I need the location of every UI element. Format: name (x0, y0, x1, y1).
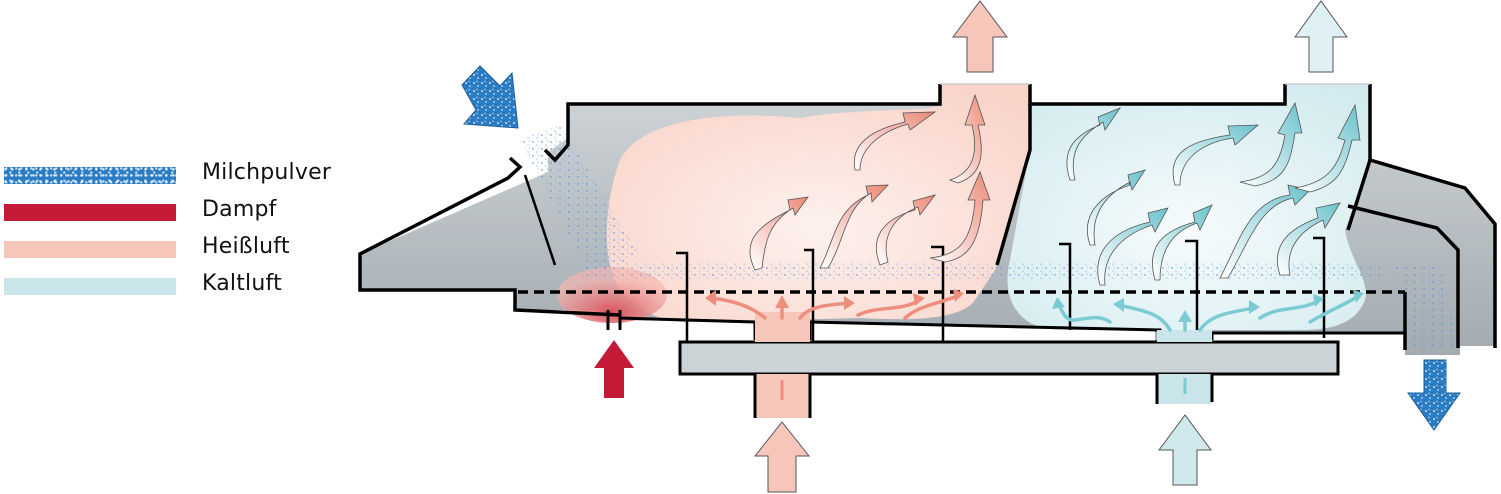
legend-item-hot-air: Heißluft (2, 234, 362, 273)
powder-inflow (520, 125, 640, 275)
hot-air-swatch (4, 241, 176, 258)
hot-air-outlet-arrow (952, 0, 1008, 73)
milk-inlet-arrow (461, 65, 519, 129)
legend-label: Kaltluft (202, 271, 282, 296)
legend-label: Milchpulver (202, 160, 332, 185)
legend-item-milk-powder: Milchpulver (2, 160, 362, 199)
cold-air-swatch (4, 278, 176, 295)
powder-outflow (1395, 265, 1460, 350)
hot-air-arrowheads (705, 289, 964, 310)
housing-outline (358, 84, 1497, 350)
milk-powder-swatch (4, 167, 176, 184)
legend-label: Dampf (202, 197, 277, 222)
steam-pipe (606, 310, 622, 330)
cold-air-zone (1007, 84, 1370, 330)
air-distribution-plate (678, 340, 1340, 376)
cold-air-riser (1157, 330, 1212, 342)
steam-cloud (557, 267, 667, 323)
legend: Milchpulver Dampf Heißluft Kaltluft (2, 160, 362, 310)
steam-swatch (4, 204, 176, 221)
hot-air-inlet-arrow (753, 421, 811, 493)
legend-item-cold-air: Kaltluft (2, 271, 362, 310)
legend-label: Heißluft (202, 234, 290, 259)
cold-air-outlet-arrow (1294, 0, 1348, 73)
steam-inlet-arrow (594, 340, 634, 398)
powder-bed (580, 262, 1380, 280)
legend-item-steam: Dampf (2, 197, 362, 236)
hot-swirl-arrows (749, 93, 991, 271)
product-outlet-arrow (1407, 359, 1461, 431)
cold-air-inlet-arrow (1158, 414, 1212, 486)
cold-swirl-arrows (1066, 101, 1361, 286)
cold-air-arrowheads (1052, 290, 1364, 322)
weirs (676, 236, 1326, 342)
